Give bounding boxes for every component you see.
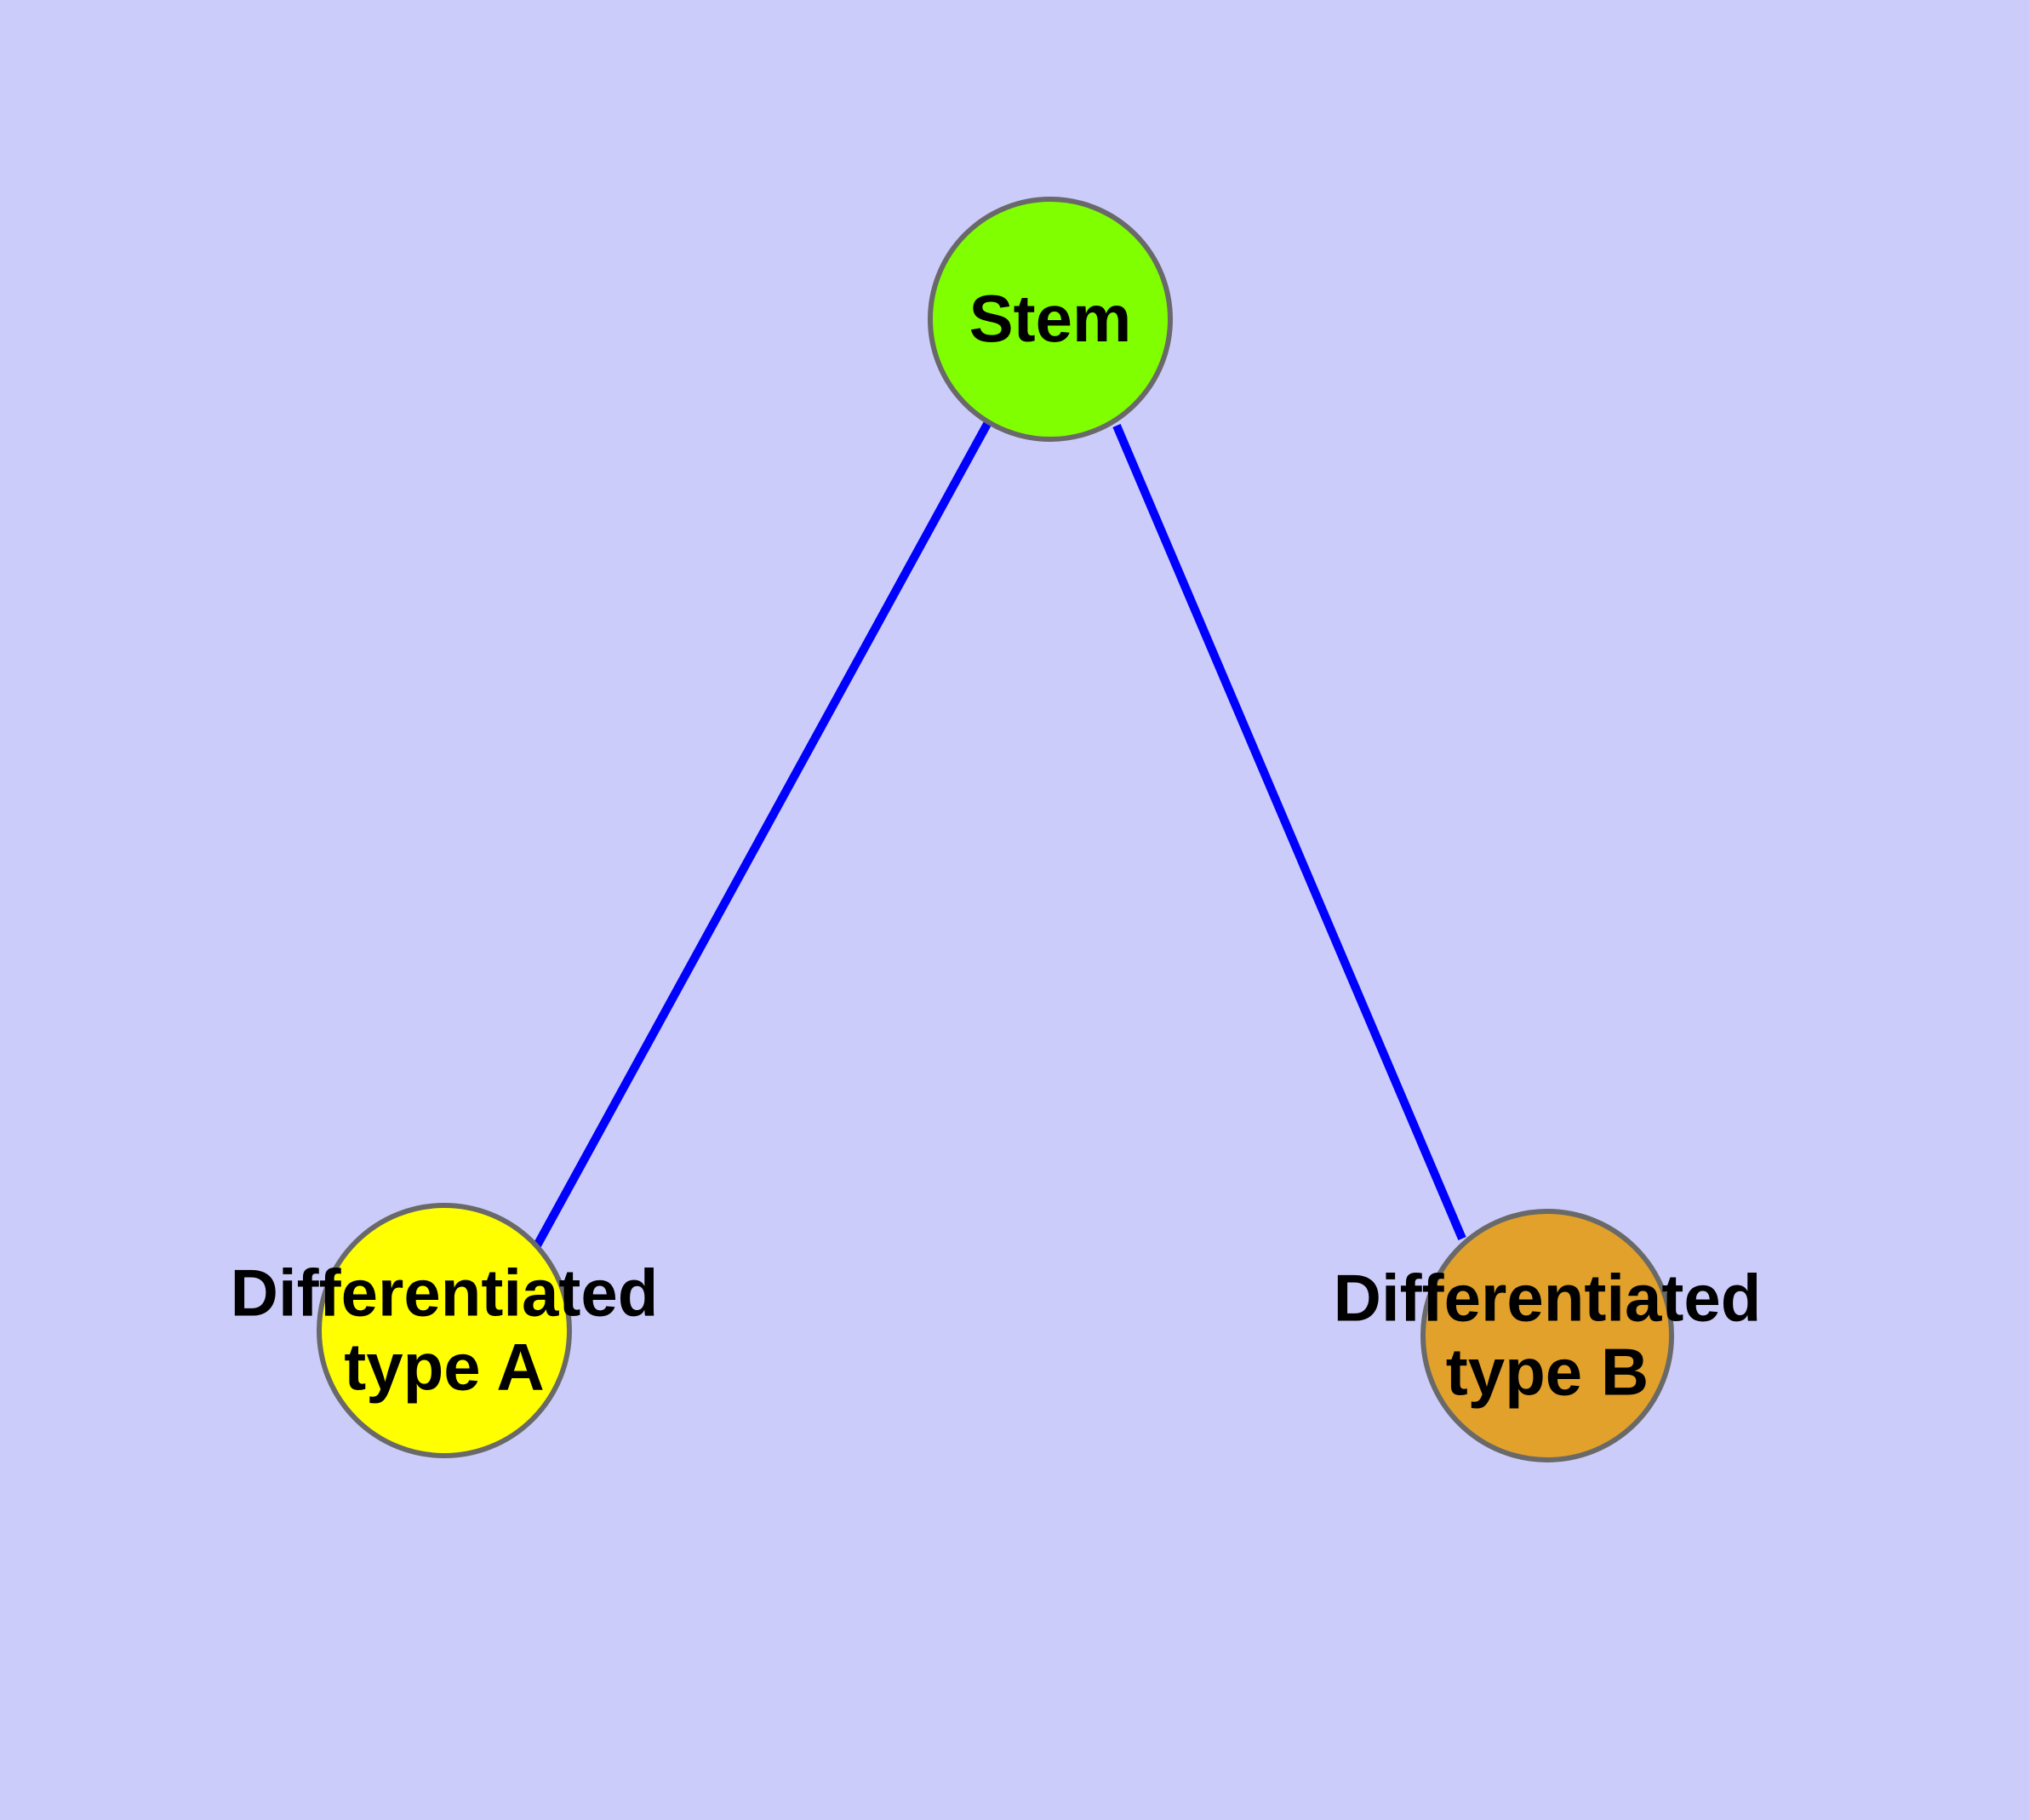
edge-stem-to-differentiated-type-a [532, 421, 992, 1250]
node-differentiated-type-b[interactable]: Differentiated type B [1334, 1209, 1761, 1462]
node-differentiated-type-a[interactable]: Differentiated type A [231, 1203, 658, 1458]
edge-stem-to-differentiated-type-b [1112, 424, 1466, 1240]
node-stem[interactable]: Stem [928, 197, 1173, 442]
node-stem-label: Stem [969, 281, 1132, 357]
